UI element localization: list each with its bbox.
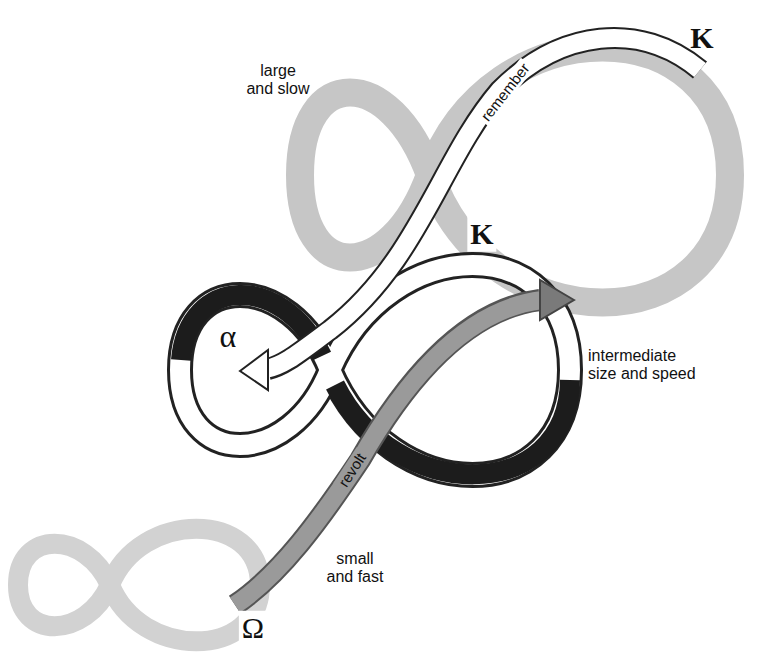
ribbon-label: remember bbox=[475, 57, 534, 126]
phase-letter: α bbox=[220, 318, 237, 355]
scale-label: small and fast bbox=[323, 550, 387, 587]
remember-arrowhead bbox=[240, 350, 268, 390]
phase-letter: Ω bbox=[239, 611, 267, 646]
phase-letter: K bbox=[467, 217, 496, 252]
revolt-ribbon bbox=[235, 300, 542, 605]
phase-letter: K bbox=[690, 21, 713, 56]
scale-label: large and slow bbox=[246, 62, 311, 99]
small-loop bbox=[18, 529, 260, 642]
scale-label: intermediate size and speed bbox=[588, 347, 700, 384]
ribbon-label: revolt bbox=[333, 447, 371, 492]
revolt-arrowhead bbox=[540, 280, 574, 320]
